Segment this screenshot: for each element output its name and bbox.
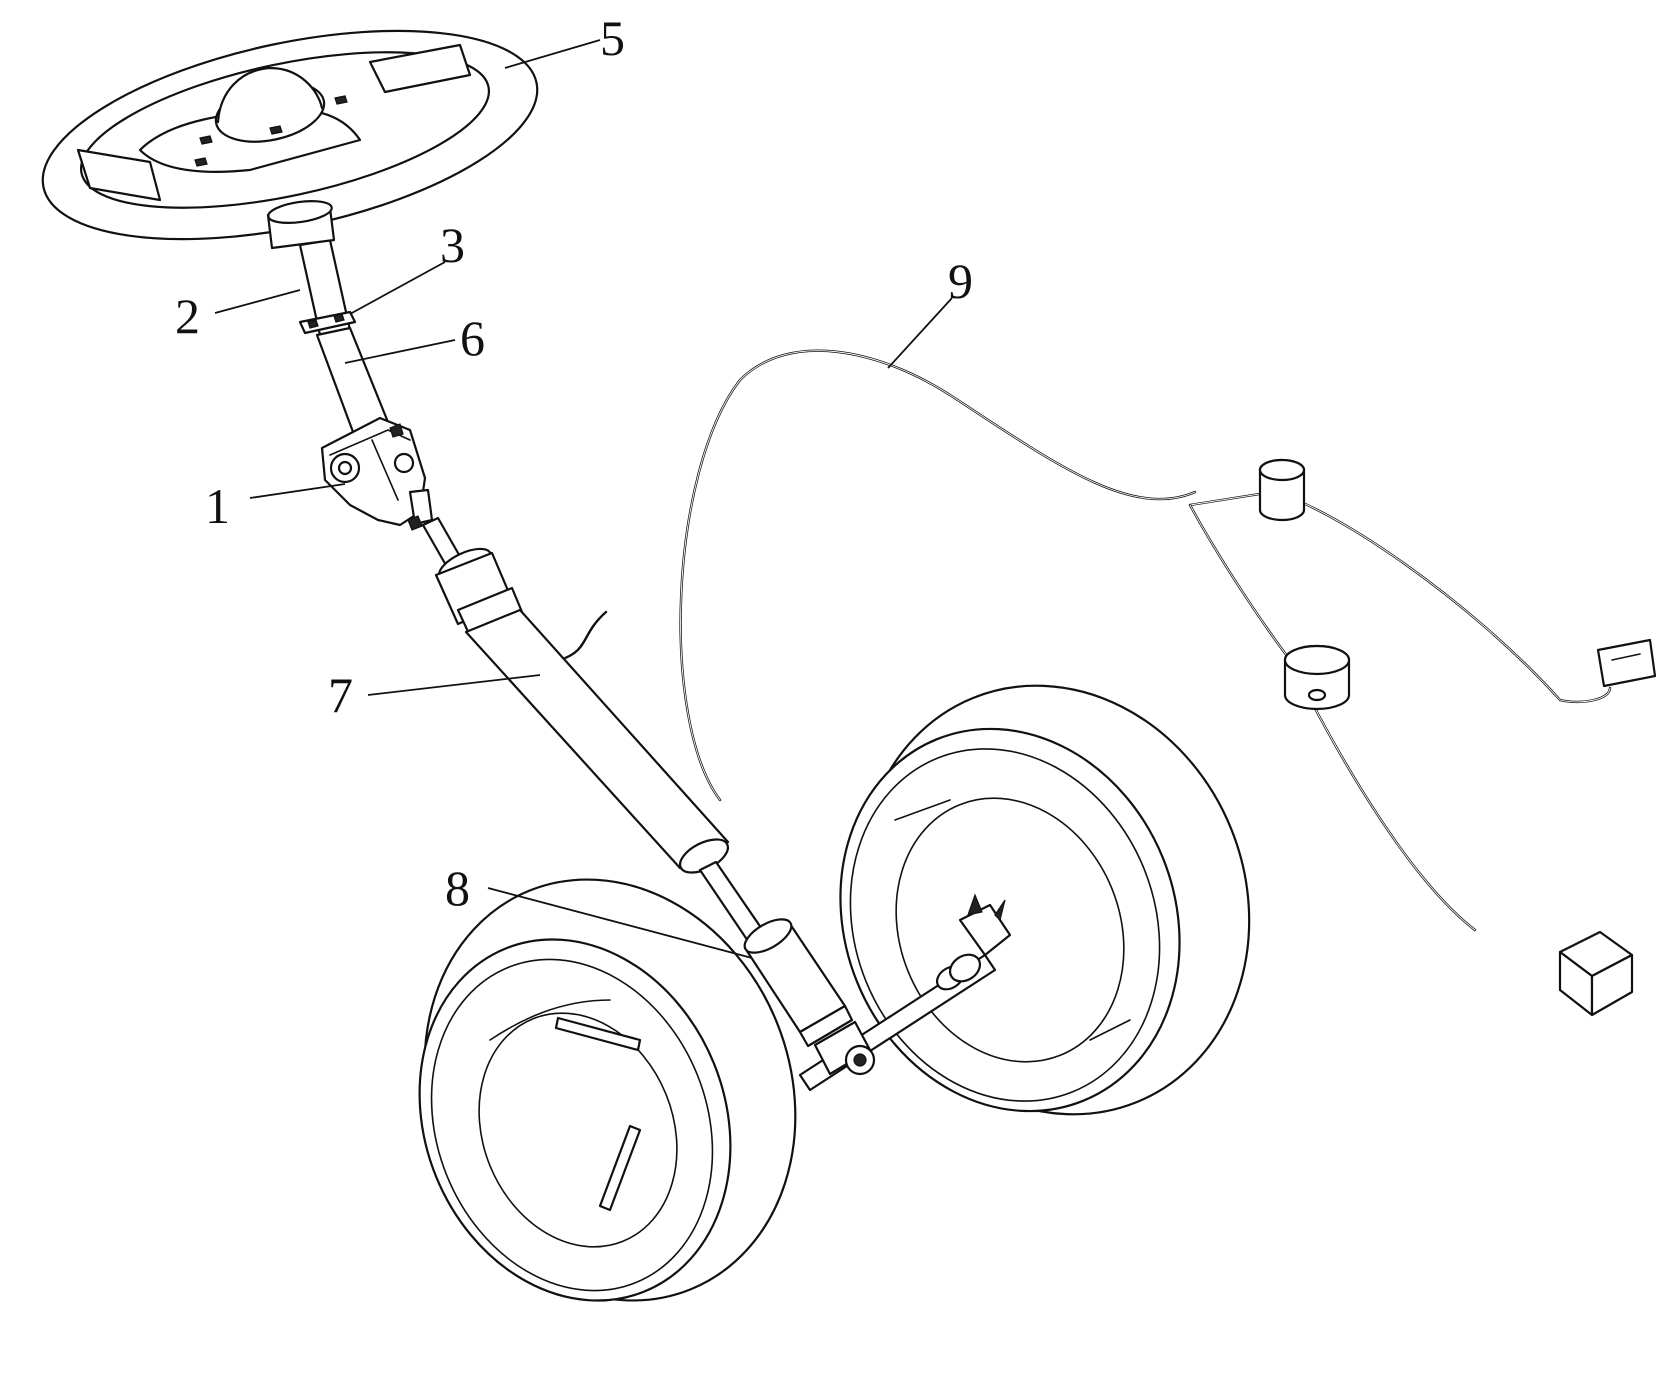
callout-label-8: 8 [445,860,470,916]
steering-wheel [24,0,555,277]
callout-2: 2 [175,288,300,344]
callout-label-3: 3 [440,217,465,273]
callout-label-6: 6 [460,310,485,366]
callout-label-2: 2 [175,288,200,344]
callout-3: 3 [350,217,465,314]
wheel-left [363,823,858,1357]
connector-ring-upper [1260,460,1304,520]
callout-label-9: 9 [948,253,973,309]
callout-6: 6 [345,310,485,366]
connector-ring-lower [1285,646,1349,709]
callout-label-1: 1 [205,478,230,534]
callout-9: 9 [888,253,973,368]
universal-joint [322,418,432,530]
wheel-right [784,627,1313,1174]
plug-connector-right [1598,640,1655,686]
callout-label-5: 5 [600,10,625,66]
callout-5: 5 [505,10,625,68]
end-block-connector [1560,932,1632,1015]
callout-label-7: 7 [328,667,353,723]
callout-1: 1 [205,478,345,534]
